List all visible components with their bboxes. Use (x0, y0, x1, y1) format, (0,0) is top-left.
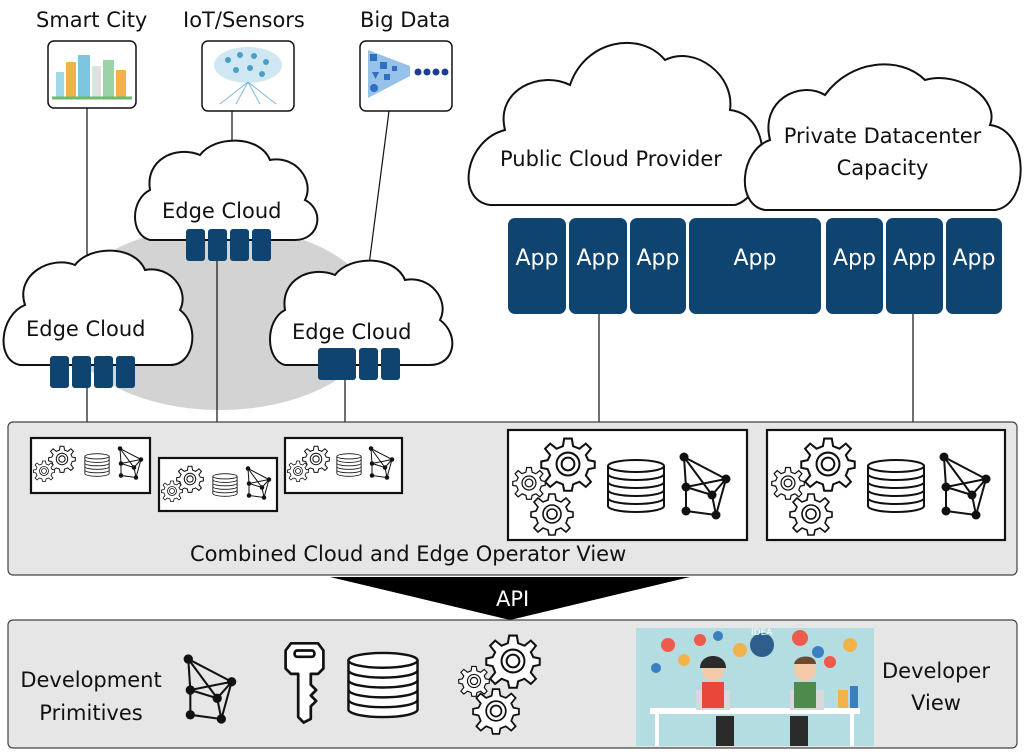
iot-sensors-icon (201, 40, 295, 112)
app-label: App (636, 246, 680, 271)
developer-view-line1: Developer (881, 659, 990, 683)
idea-text: IDEA (751, 628, 773, 638)
public-cloud (467, 41, 764, 206)
development-primitives-line2: Primitives (39, 701, 143, 725)
smart-city-icon (47, 40, 137, 109)
edge-cloud-label-3: Edge Cloud (292, 320, 412, 344)
edge-cloud-label-1: Edge Cloud (26, 317, 146, 341)
edge-cloud-label-2: Edge Cloud (162, 199, 282, 223)
developer-illustration (636, 628, 874, 746)
cloud-app-blocks (508, 218, 1002, 314)
app-label: App (576, 246, 620, 271)
smart-city-label: Smart City (36, 8, 148, 32)
gear-icon-bottom (472, 688, 520, 735)
operator-box-5 (765, 428, 1007, 542)
connector-lines (86, 108, 914, 458)
public-cloud-label: Public Cloud Provider (500, 147, 722, 171)
operator-box-2 (157, 456, 279, 513)
app-label: App (515, 246, 559, 271)
database-icon (347, 651, 419, 719)
operator-box-4 (506, 428, 749, 542)
api-banner (330, 577, 690, 620)
app-label: App (833, 246, 876, 271)
operator-box-3 (283, 436, 404, 495)
private-cloud-label-line1: Private Datacenter (783, 124, 982, 148)
edge-cloud-2 (134, 139, 319, 241)
private-cloud (743, 63, 1022, 211)
edge-cloud-1 (2, 249, 194, 366)
gear-icon-small (458, 665, 490, 697)
operator-box-1 (29, 436, 152, 495)
big-data-icon (359, 40, 453, 112)
developer-view-line2: View (911, 691, 961, 715)
api-label: API (496, 587, 530, 611)
app-label: App (952, 246, 996, 271)
private-cloud-label-line2: Capacity (836, 156, 929, 180)
edge-cloud-3 (269, 259, 454, 366)
operator-view-label: Combined Cloud and Edge Operator View (190, 542, 627, 566)
big-data-label: Big Data (360, 8, 451, 32)
gear-icon (485, 634, 541, 689)
development-primitives-line1: Development (20, 668, 162, 692)
edge-app-blocks (50, 229, 400, 388)
iot-sensors-label: IoT/Sensors (183, 8, 305, 32)
app-label: App (893, 246, 936, 271)
app-label: App (733, 246, 777, 271)
